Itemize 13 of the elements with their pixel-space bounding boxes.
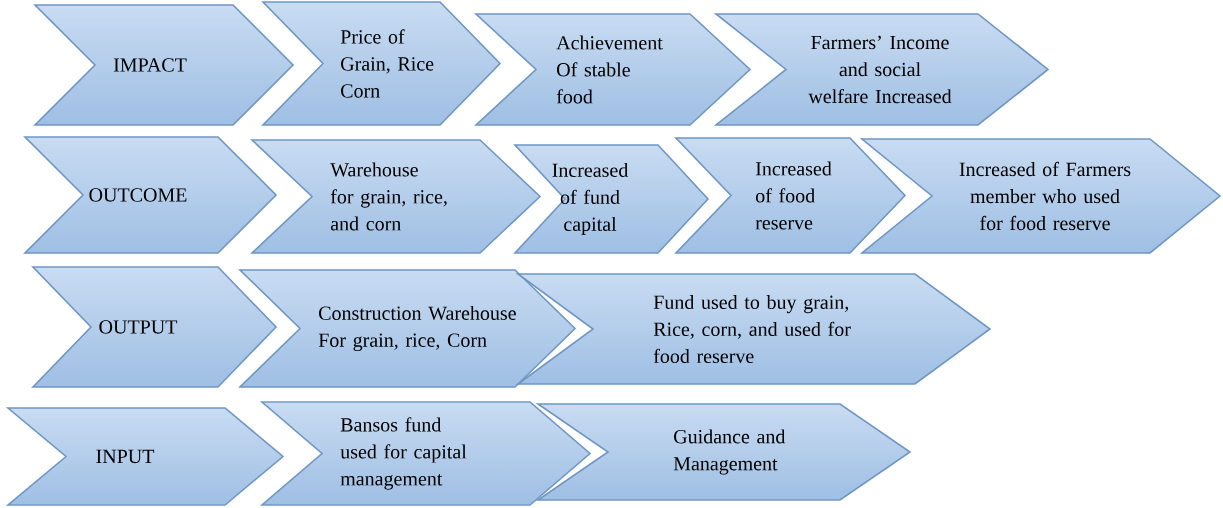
- step-box: Increased of fund capital: [513, 144, 710, 254]
- step-box: Increased of Farmers member who used for food reserve: [859, 138, 1222, 254]
- step-box: Bansos fund used for capital management: [259, 401, 592, 506]
- step-box: OUTPUT: [31, 266, 278, 388]
- step-box: OUTCOME: [23, 136, 278, 254]
- step-box: Farmers’ Income and social welfare Increased: [713, 13, 1050, 126]
- step-box: INPUT: [5, 407, 285, 506]
- step-box: Achievement Of stable food: [473, 13, 752, 126]
- step-box: Fund used to buy grain, Rice, corn, and used for food reserve: [515, 273, 992, 385]
- step-box: Warehouse for grain, rice, and corn: [250, 139, 542, 254]
- step-box: IMPACT: [33, 4, 295, 126]
- step-box: Price of Grain, Rice Corn: [261, 1, 502, 126]
- step-box: Guidance and Management: [535, 403, 912, 501]
